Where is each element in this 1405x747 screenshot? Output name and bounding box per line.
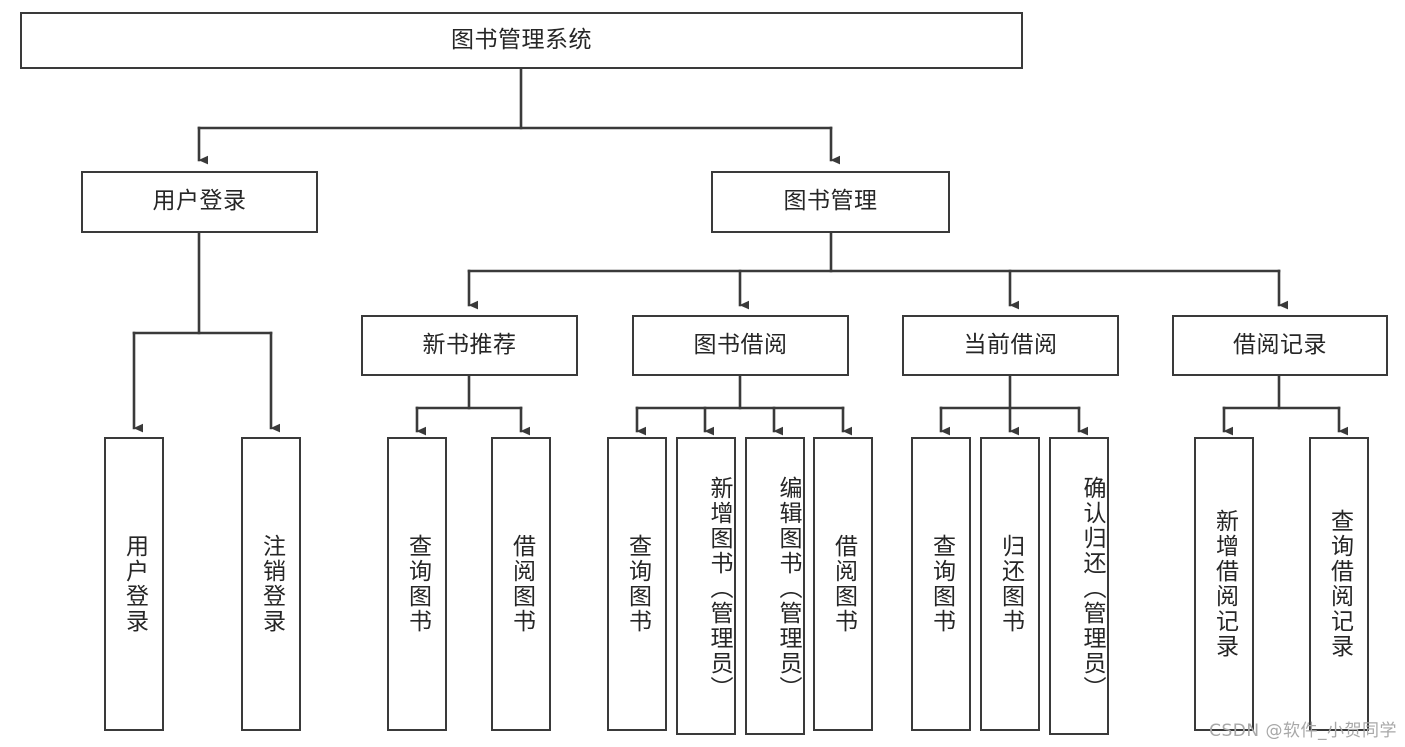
leaf-logout-login[interactable]: 注销登录 [241, 437, 301, 731]
leaf-query-book-borrow[interactable]: 查询图书 [607, 437, 667, 731]
node-label: 新增图书（管理员） [706, 475, 732, 701]
node-root-book-management-system[interactable]: 图书管理系统 [20, 12, 1023, 69]
node-label: 查询图书 [404, 534, 431, 634]
leaf-confirm-return-admin[interactable]: 确认归还（管理员） [1049, 437, 1109, 735]
node-label: 图书管理 [783, 188, 878, 215]
leaf-return-book[interactable]: 归还图书 [980, 437, 1040, 731]
node-label: 借阅图书 [830, 534, 857, 634]
node-label: 图书借阅 [693, 331, 788, 358]
node-borrow-record[interactable]: 借阅记录 [1172, 315, 1388, 376]
node-label: 注销登录 [258, 534, 285, 634]
node-label: 用户登录 [152, 188, 247, 215]
node-label: 新增借阅记录 [1211, 509, 1238, 659]
leaf-query-book-current[interactable]: 查询图书 [911, 437, 971, 731]
node-label: 图书管理系统 [451, 26, 592, 53]
leaf-user-login[interactable]: 用户登录 [104, 437, 164, 731]
leaf-query-borrow-record[interactable]: 查询借阅记录 [1309, 437, 1369, 731]
node-label: 新书推荐 [422, 331, 517, 358]
leaf-borrow-book-borrow[interactable]: 借阅图书 [813, 437, 873, 731]
node-new-book-recommend[interactable]: 新书推荐 [361, 315, 578, 376]
leaf-edit-book-admin[interactable]: 编辑图书（管理员） [745, 437, 805, 735]
node-current-borrow[interactable]: 当前借阅 [902, 315, 1119, 376]
node-label: 借阅图书 [508, 534, 535, 634]
node-label: 查询图书 [624, 534, 651, 634]
leaf-add-borrow-record[interactable]: 新增借阅记录 [1194, 437, 1254, 731]
node-book-borrow[interactable]: 图书借阅 [632, 315, 849, 376]
node-label: 查询图书 [928, 534, 955, 634]
node-label: 确认归还（管理员） [1079, 475, 1105, 701]
node-label: 归还图书 [997, 534, 1024, 634]
node-label: 用户登录 [121, 534, 148, 634]
leaf-add-book-admin[interactable]: 新增图书（管理员） [676, 437, 736, 735]
watermark-text: CSDN @软件_小贺同学 [1209, 721, 1397, 741]
node-label: 当前借阅 [963, 331, 1058, 358]
leaf-borrow-book-new-recommend[interactable]: 借阅图书 [491, 437, 551, 731]
node-label: 借阅记录 [1233, 331, 1327, 358]
leaf-query-book-new-recommend[interactable]: 查询图书 [387, 437, 447, 731]
node-label: 查询借阅记录 [1326, 509, 1353, 659]
node-label: 编辑图书（管理员） [775, 475, 801, 701]
node-user-login[interactable]: 用户登录 [81, 171, 318, 233]
node-book-management[interactable]: 图书管理 [711, 171, 950, 233]
